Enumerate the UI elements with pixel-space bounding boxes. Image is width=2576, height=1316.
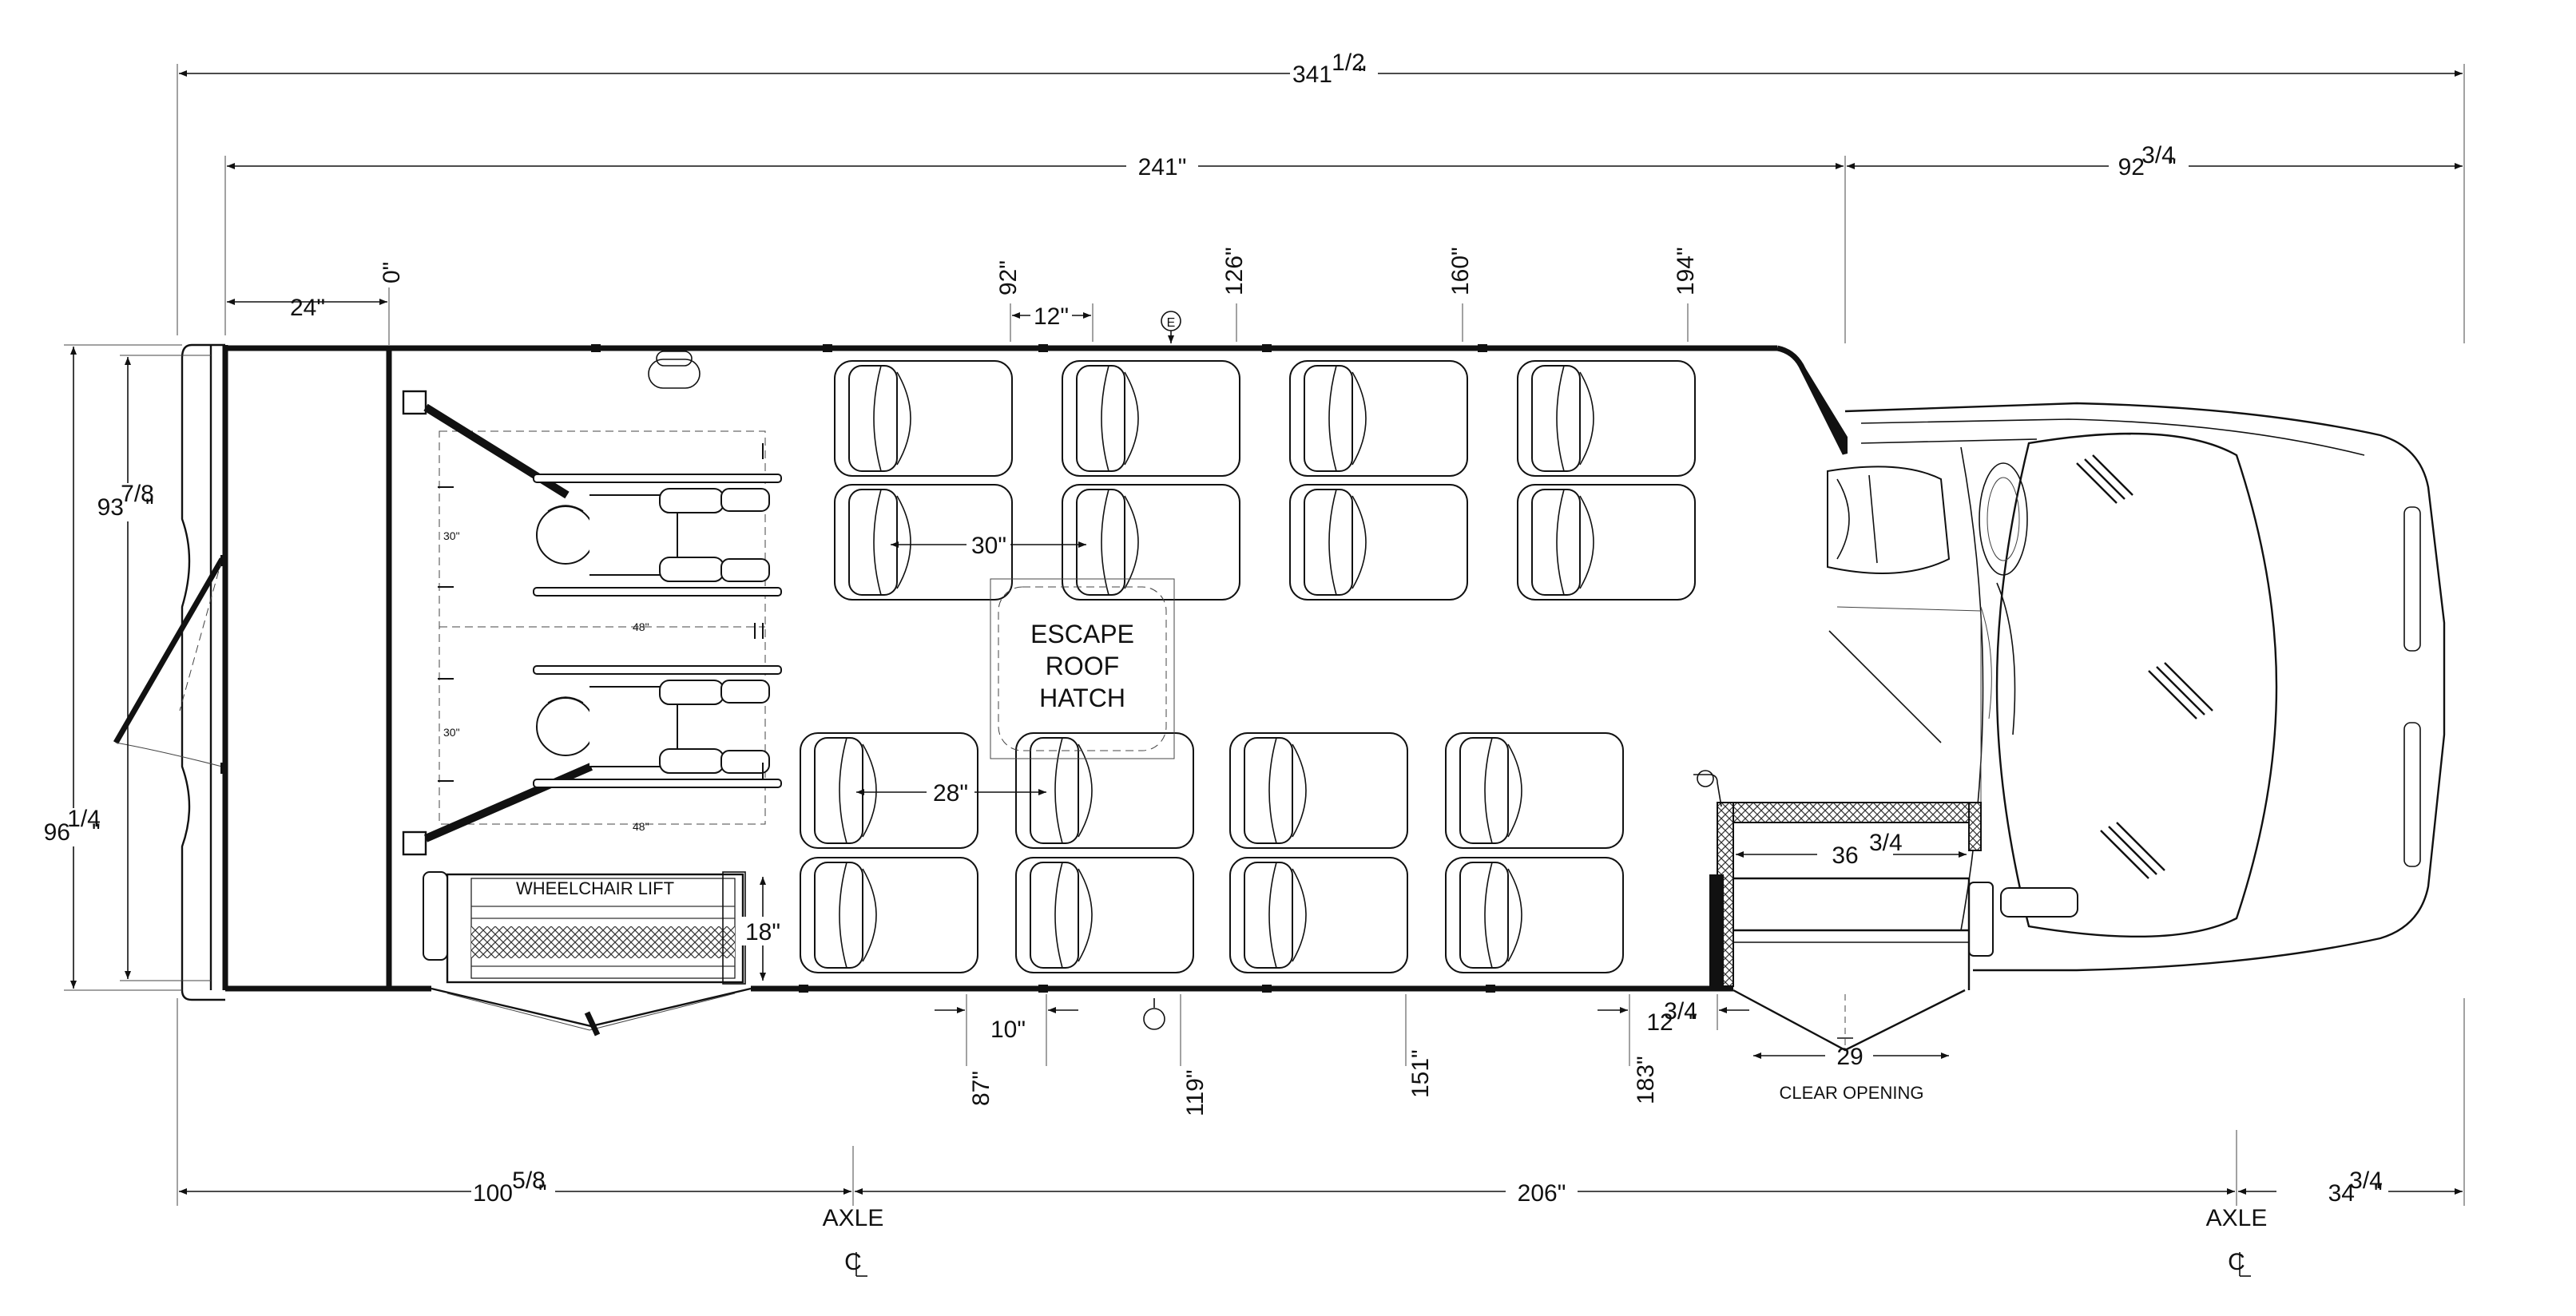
station-151: 151" bbox=[1407, 1049, 1434, 1098]
station-194: 194" bbox=[1673, 247, 1699, 295]
overall-length: 341 bbox=[1292, 61, 1332, 88]
rear-axle-label: AXLE bbox=[823, 1205, 884, 1231]
front-length-frac: 3/4 bbox=[2141, 142, 2175, 168]
front-overhang-unit: " bbox=[2374, 1180, 2383, 1207]
rear-overhang: 100 bbox=[473, 1180, 513, 1207]
hatch-label-line1: ESCAPE bbox=[1030, 620, 1134, 648]
svg-text:C: C bbox=[844, 1249, 862, 1275]
front-axle-centerline-icon: C bbox=[2228, 1249, 2251, 1277]
wheelchair-lift: WHEELCHAIR LIFT bbox=[423, 871, 746, 985]
station-183: 183" bbox=[1633, 1056, 1659, 1104]
door-12: 12 bbox=[1646, 1009, 1673, 1036]
overall-length-unit: " bbox=[1358, 61, 1367, 88]
passenger-seat bbox=[1289, 484, 1468, 601]
wheelchair-passenger bbox=[533, 665, 782, 788]
wheelchair-passenger bbox=[533, 474, 782, 597]
body-length: 241" bbox=[1138, 154, 1187, 180]
rear-overhang-frac: 5/8 bbox=[512, 1167, 546, 1194]
passenger-seat bbox=[1229, 732, 1408, 849]
passenger-seat bbox=[1517, 360, 1696, 477]
passenger-seat bbox=[1289, 360, 1468, 477]
passenger-seat bbox=[1445, 857, 1624, 973]
clear-opening-label: CLEAR OPENING bbox=[1780, 1083, 1924, 1103]
passenger-seat bbox=[1015, 857, 1194, 973]
entry-stepwell bbox=[1693, 770, 1982, 1052]
seat-pitch-dims: 30" 28" 18" 30" 30" 48" 48" 36 3/4 bbox=[443, 529, 1967, 981]
cab bbox=[1827, 402, 2446, 972]
station-0: 0" bbox=[379, 262, 405, 283]
station-126: 126" bbox=[1221, 247, 1248, 295]
clear-29: 29 bbox=[1836, 1044, 1863, 1070]
pitch-28: 28" bbox=[933, 780, 968, 807]
door-12-unit: " bbox=[1689, 1009, 1697, 1036]
front-length-unit: " bbox=[2168, 154, 2177, 180]
wheelbase: 206" bbox=[1518, 1180, 1566, 1207]
emergency-marker: E bbox=[1167, 316, 1176, 330]
dimensions-width: 93 7/8 " 96 1/4 " bbox=[40, 344, 211, 991]
lift-18: 18" bbox=[745, 919, 780, 945]
passenger-seat bbox=[1062, 484, 1240, 601]
width-outer-unit: " bbox=[92, 819, 101, 846]
width-inner-unit: " bbox=[145, 494, 154, 521]
passenger-seat bbox=[834, 360, 1013, 477]
rear-24: 24" bbox=[290, 295, 325, 321]
station-160: 160" bbox=[1447, 247, 1474, 295]
entry-36-frac: 3/4 bbox=[1869, 830, 1903, 856]
front-length: 92 bbox=[2118, 154, 2145, 180]
spacing-12: 12" bbox=[1034, 303, 1069, 330]
wheelchair-area bbox=[402, 390, 782, 856]
tiedown-30-lower: 30" bbox=[443, 726, 460, 739]
hatch-label-line3: HATCH bbox=[1039, 684, 1125, 712]
entry-36: 36 bbox=[1832, 842, 1858, 869]
tiedown-30-upper: 30" bbox=[443, 529, 460, 542]
hatch-label-line2: ROOF bbox=[1046, 652, 1119, 680]
passenger-seat bbox=[1062, 360, 1240, 477]
front-axle-label: AXLE bbox=[2206, 1205, 2268, 1231]
escape-roof-hatch: ESCAPE ROOF HATCH bbox=[990, 578, 1175, 759]
door-12-frac: 3/4 bbox=[1664, 998, 1697, 1025]
width-inner: 93 bbox=[97, 494, 124, 521]
front-overhang-frac: 3/4 bbox=[2349, 1167, 2383, 1194]
station-119: 119" bbox=[1182, 1070, 1209, 1116]
station-92: 92" bbox=[995, 260, 1022, 295]
passenger-seat bbox=[800, 857, 978, 973]
passenger-seats bbox=[800, 360, 1696, 973]
tiedown-48-lower: 48" bbox=[633, 820, 649, 833]
width-outer-frac: 1/4 bbox=[67, 806, 101, 832]
gap-10: 10" bbox=[990, 1017, 1026, 1043]
rear-overhang-unit: " bbox=[538, 1180, 547, 1207]
tiedown-48-upper: 48" bbox=[633, 620, 649, 633]
dimensions-top: 341 1/2 " 241" 92 3/4 " 24" 0" 92" 126" … bbox=[177, 50, 2465, 1206]
overall-length-frac: 1/2 bbox=[1332, 50, 1365, 76]
passenger-seat bbox=[1517, 484, 1696, 601]
passenger-seat bbox=[1229, 857, 1408, 973]
pitch-30: 30" bbox=[971, 533, 1006, 559]
station-87: 87" bbox=[968, 1071, 994, 1106]
front-overhang: 34 bbox=[2328, 1180, 2355, 1207]
rear-axle-centerline-icon: C bbox=[844, 1249, 867, 1277]
svg-text:C: C bbox=[2228, 1249, 2245, 1275]
dimensions-bottom: 10" 12 3/4 " 87" 119" 151" 183" 29 CLEAR… bbox=[177, 994, 2463, 1277]
passenger-seat bbox=[1445, 732, 1624, 849]
width-outer: 96 bbox=[44, 819, 70, 846]
width-inner-frac: 7/8 bbox=[121, 481, 154, 507]
lift-label: WHEELCHAIR LIFT bbox=[516, 878, 674, 898]
bus-body bbox=[113, 343, 1848, 1037]
